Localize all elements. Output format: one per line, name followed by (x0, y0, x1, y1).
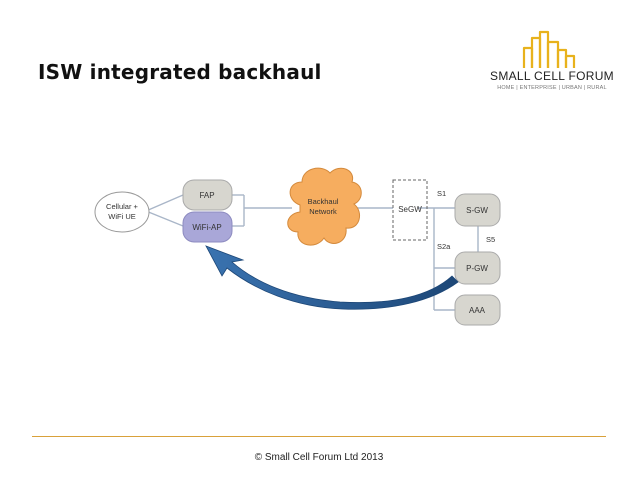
logo-name: SMALL CELL FORUM (490, 69, 614, 83)
city-buildings-icon (522, 30, 576, 68)
sgw-label: S-GW (466, 206, 488, 215)
pgw-label: P-GW (466, 264, 488, 273)
aaa-node (454, 294, 501, 326)
return-arrow (205, 245, 459, 310)
secgw-label: SeGW (398, 205, 422, 214)
slide-title: ISW integrated backhaul (38, 60, 322, 84)
sgw-node (454, 193, 501, 227)
ue-node (94, 191, 150, 233)
fap-node (182, 179, 233, 211)
footer-divider (32, 436, 606, 437)
logo: SMALL CELL FORUM HOME | ENTERPRISE | URB… (488, 30, 616, 102)
fap-label: FAP (199, 191, 214, 200)
iface-s1-label: S1 (437, 189, 446, 198)
iface-s5-label: S5 (486, 235, 495, 244)
ue-label-line2: WiFi UE (108, 212, 136, 221)
secgw-box (392, 179, 428, 241)
aaa-label: AAA (469, 306, 486, 315)
wifi-ap-label: WiFi-AP (192, 223, 221, 232)
link-lines (145, 194, 479, 311)
footer-copyright: © Small Cell Forum Ltd 2013 (254, 452, 384, 463)
iface-s2a-label: S2a (437, 242, 451, 251)
backhaul-cloud (287, 167, 362, 246)
ue-label-line1: Cellular + (106, 202, 139, 211)
pgw-node (454, 251, 501, 285)
backhaul-label-line1: Backhaul (308, 197, 339, 206)
logo-tagline: HOME | ENTERPRISE | URBAN | RURAL (497, 85, 607, 91)
wifi-ap-node (182, 211, 233, 243)
backhaul-label-line2: Network (309, 207, 337, 216)
